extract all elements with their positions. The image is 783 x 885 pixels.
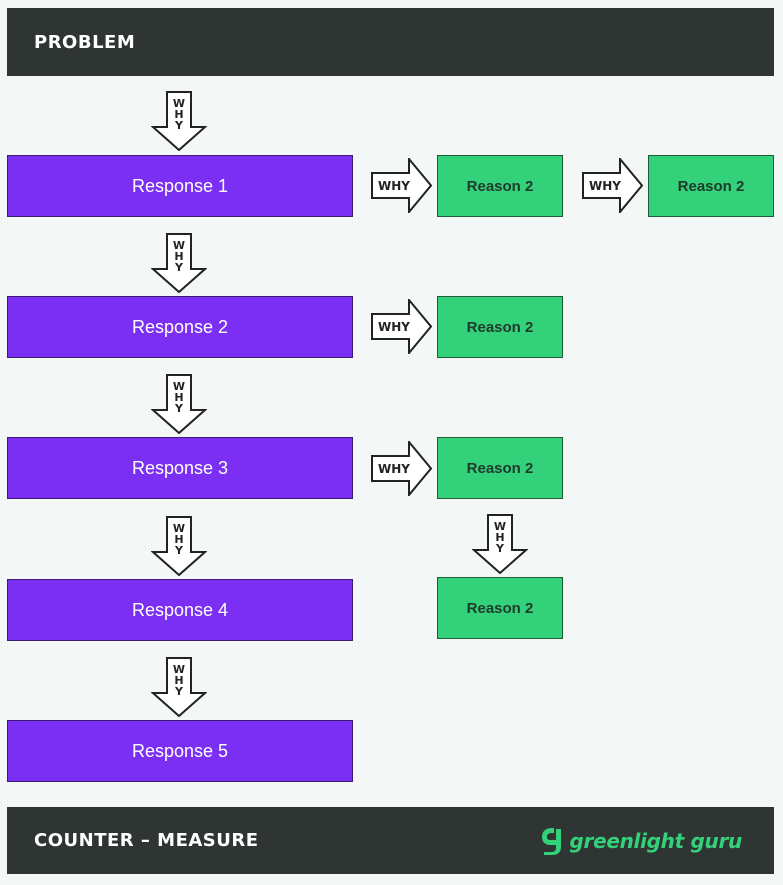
reason-box: Reason 2 xyxy=(437,155,563,217)
problem-header: PROBLEM xyxy=(7,8,774,76)
reason-label: Reason 2 xyxy=(466,177,534,195)
reason-box: Reason 2 xyxy=(437,437,563,499)
why-right-arrow: WHY xyxy=(371,158,432,213)
greenlight-guru-logo-icon xyxy=(541,827,561,855)
why-right-arrow: WHY xyxy=(371,299,432,354)
reason-label: Reason 2 xyxy=(677,177,745,195)
reason-label: Reason 2 xyxy=(466,318,534,336)
counter-measure-title: COUNTER – MEASURE xyxy=(34,830,259,851)
why-right-arrow: WHY xyxy=(371,441,432,496)
reason-box: Reason 2 xyxy=(648,155,774,217)
why-right-arrow: WHY xyxy=(582,158,643,213)
response-label: Response 3 xyxy=(131,457,229,478)
response-label: Response 5 xyxy=(131,740,229,761)
response-box-4: Response 4 xyxy=(7,579,353,641)
response-label: Response 4 xyxy=(131,599,229,620)
reason-label: Reason 2 xyxy=(466,459,534,477)
logo-text: greenlight guru xyxy=(569,828,743,853)
greenlight-guru-logo: greenlight guru xyxy=(540,826,743,856)
response-label: Response 1 xyxy=(131,175,229,196)
response-box-1: Response 1 xyxy=(7,155,353,217)
response-box-5: Response 5 xyxy=(7,720,353,782)
response-box-3: Response 3 xyxy=(7,437,353,499)
response-box-2: Response 2 xyxy=(7,296,353,358)
reason-box: Reason 2 xyxy=(437,577,563,639)
response-label: Response 2 xyxy=(131,316,229,337)
reason-label: Reason 2 xyxy=(466,599,534,617)
counter-measure-footer: COUNTER – MEASURE greenlight guru xyxy=(7,807,774,874)
reason-box: Reason 2 xyxy=(437,296,563,358)
problem-title: PROBLEM xyxy=(34,31,136,53)
